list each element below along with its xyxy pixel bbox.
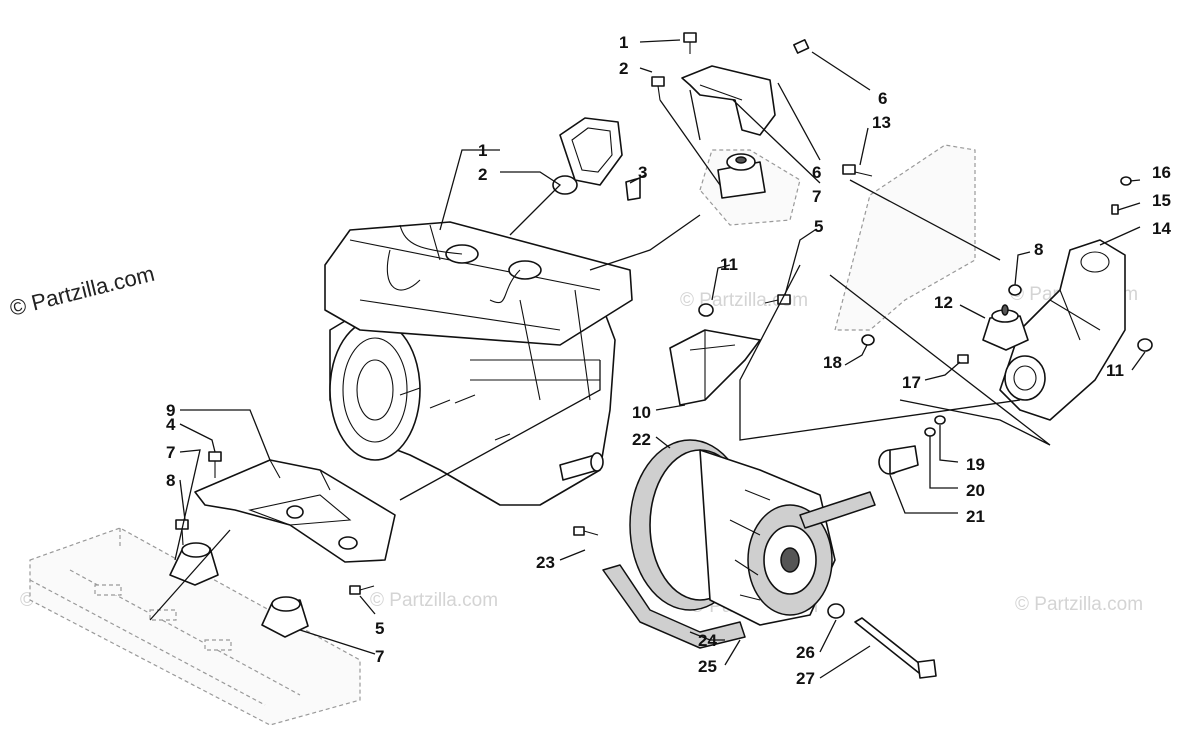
callout-22: 22 — [632, 430, 651, 449]
callout-23: 23 — [536, 553, 555, 572]
callout-24: 24 — [698, 631, 717, 650]
chaincase-bracket — [999, 239, 1126, 421]
upper-bracket — [681, 65, 776, 136]
copyright-label: © Partzilla.com — [7, 261, 157, 321]
callout-4-lower: 4 — [166, 415, 176, 434]
starter-handle — [552, 117, 623, 195]
callout-7-upper: 7 — [812, 187, 821, 206]
callout-25: 25 — [698, 657, 717, 676]
lower-mount-right — [261, 596, 309, 638]
upper-mount — [699, 149, 801, 226]
callout-20: 20 — [966, 481, 985, 500]
drive-belt — [602, 491, 876, 649]
side-plate — [834, 144, 976, 331]
starter-clip — [625, 177, 641, 201]
callout-7-lower-left: 7 — [166, 443, 175, 462]
callout-5-lower: 5 — [375, 619, 384, 638]
callout-26: 26 — [796, 643, 815, 662]
knob-21 — [878, 445, 919, 475]
callout-14: 14 — [1152, 219, 1171, 238]
callout-6: 6 — [812, 163, 821, 182]
lower-bracket — [194, 459, 396, 563]
callout-5-right: 6 — [878, 89, 887, 108]
clutch-hardware — [827, 603, 937, 679]
callout-1: 1 — [478, 141, 487, 160]
bolts-upper — [651, 32, 873, 305]
leader-lines — [149, 39, 1146, 679]
callout-numbers: 1 2 1 2 3 6 6 7 13 5 16 15 14 11 8 12 11… — [166, 33, 1171, 688]
callout-11-right: 11 — [1106, 361, 1124, 380]
callout-5-upper: 2 — [619, 59, 628, 78]
callout-11-left: 11 — [720, 255, 738, 274]
callout-2: 2 — [478, 165, 487, 184]
callout-8-right: 8 — [1034, 240, 1043, 259]
callout-18: 18 — [823, 353, 842, 372]
rubber-mount-12 — [982, 304, 1029, 351]
callout-21: 21 — [966, 507, 985, 526]
callout-8-lower: 8 — [166, 471, 175, 490]
drive-clutch — [629, 439, 836, 626]
callout-16: 16 — [1152, 163, 1171, 182]
engine — [324, 221, 633, 506]
engine-bracket — [669, 303, 761, 406]
watermark: © Partzilla.com — [1015, 594, 1143, 615]
callout-7-lower-right: 7 — [375, 647, 384, 666]
callout-3: 3 — [638, 163, 647, 182]
callout-10: 10 — [632, 403, 651, 422]
callout-12: 12 — [934, 293, 953, 312]
callout-4-upper: 1 — [619, 33, 628, 52]
callout-19: 19 — [966, 455, 985, 474]
bolts-lower — [175, 451, 599, 595]
callout-13: 13 — [872, 113, 891, 132]
callout-15: 15 — [1152, 191, 1171, 210]
callout-27: 27 — [796, 669, 815, 688]
watermark: © Partzilla.com — [370, 590, 498, 611]
callout-17: 17 — [902, 373, 921, 392]
callout-5-mid: 5 — [814, 217, 823, 236]
frame-rail — [29, 527, 361, 726]
callout-9: 9 — [166, 401, 175, 420]
